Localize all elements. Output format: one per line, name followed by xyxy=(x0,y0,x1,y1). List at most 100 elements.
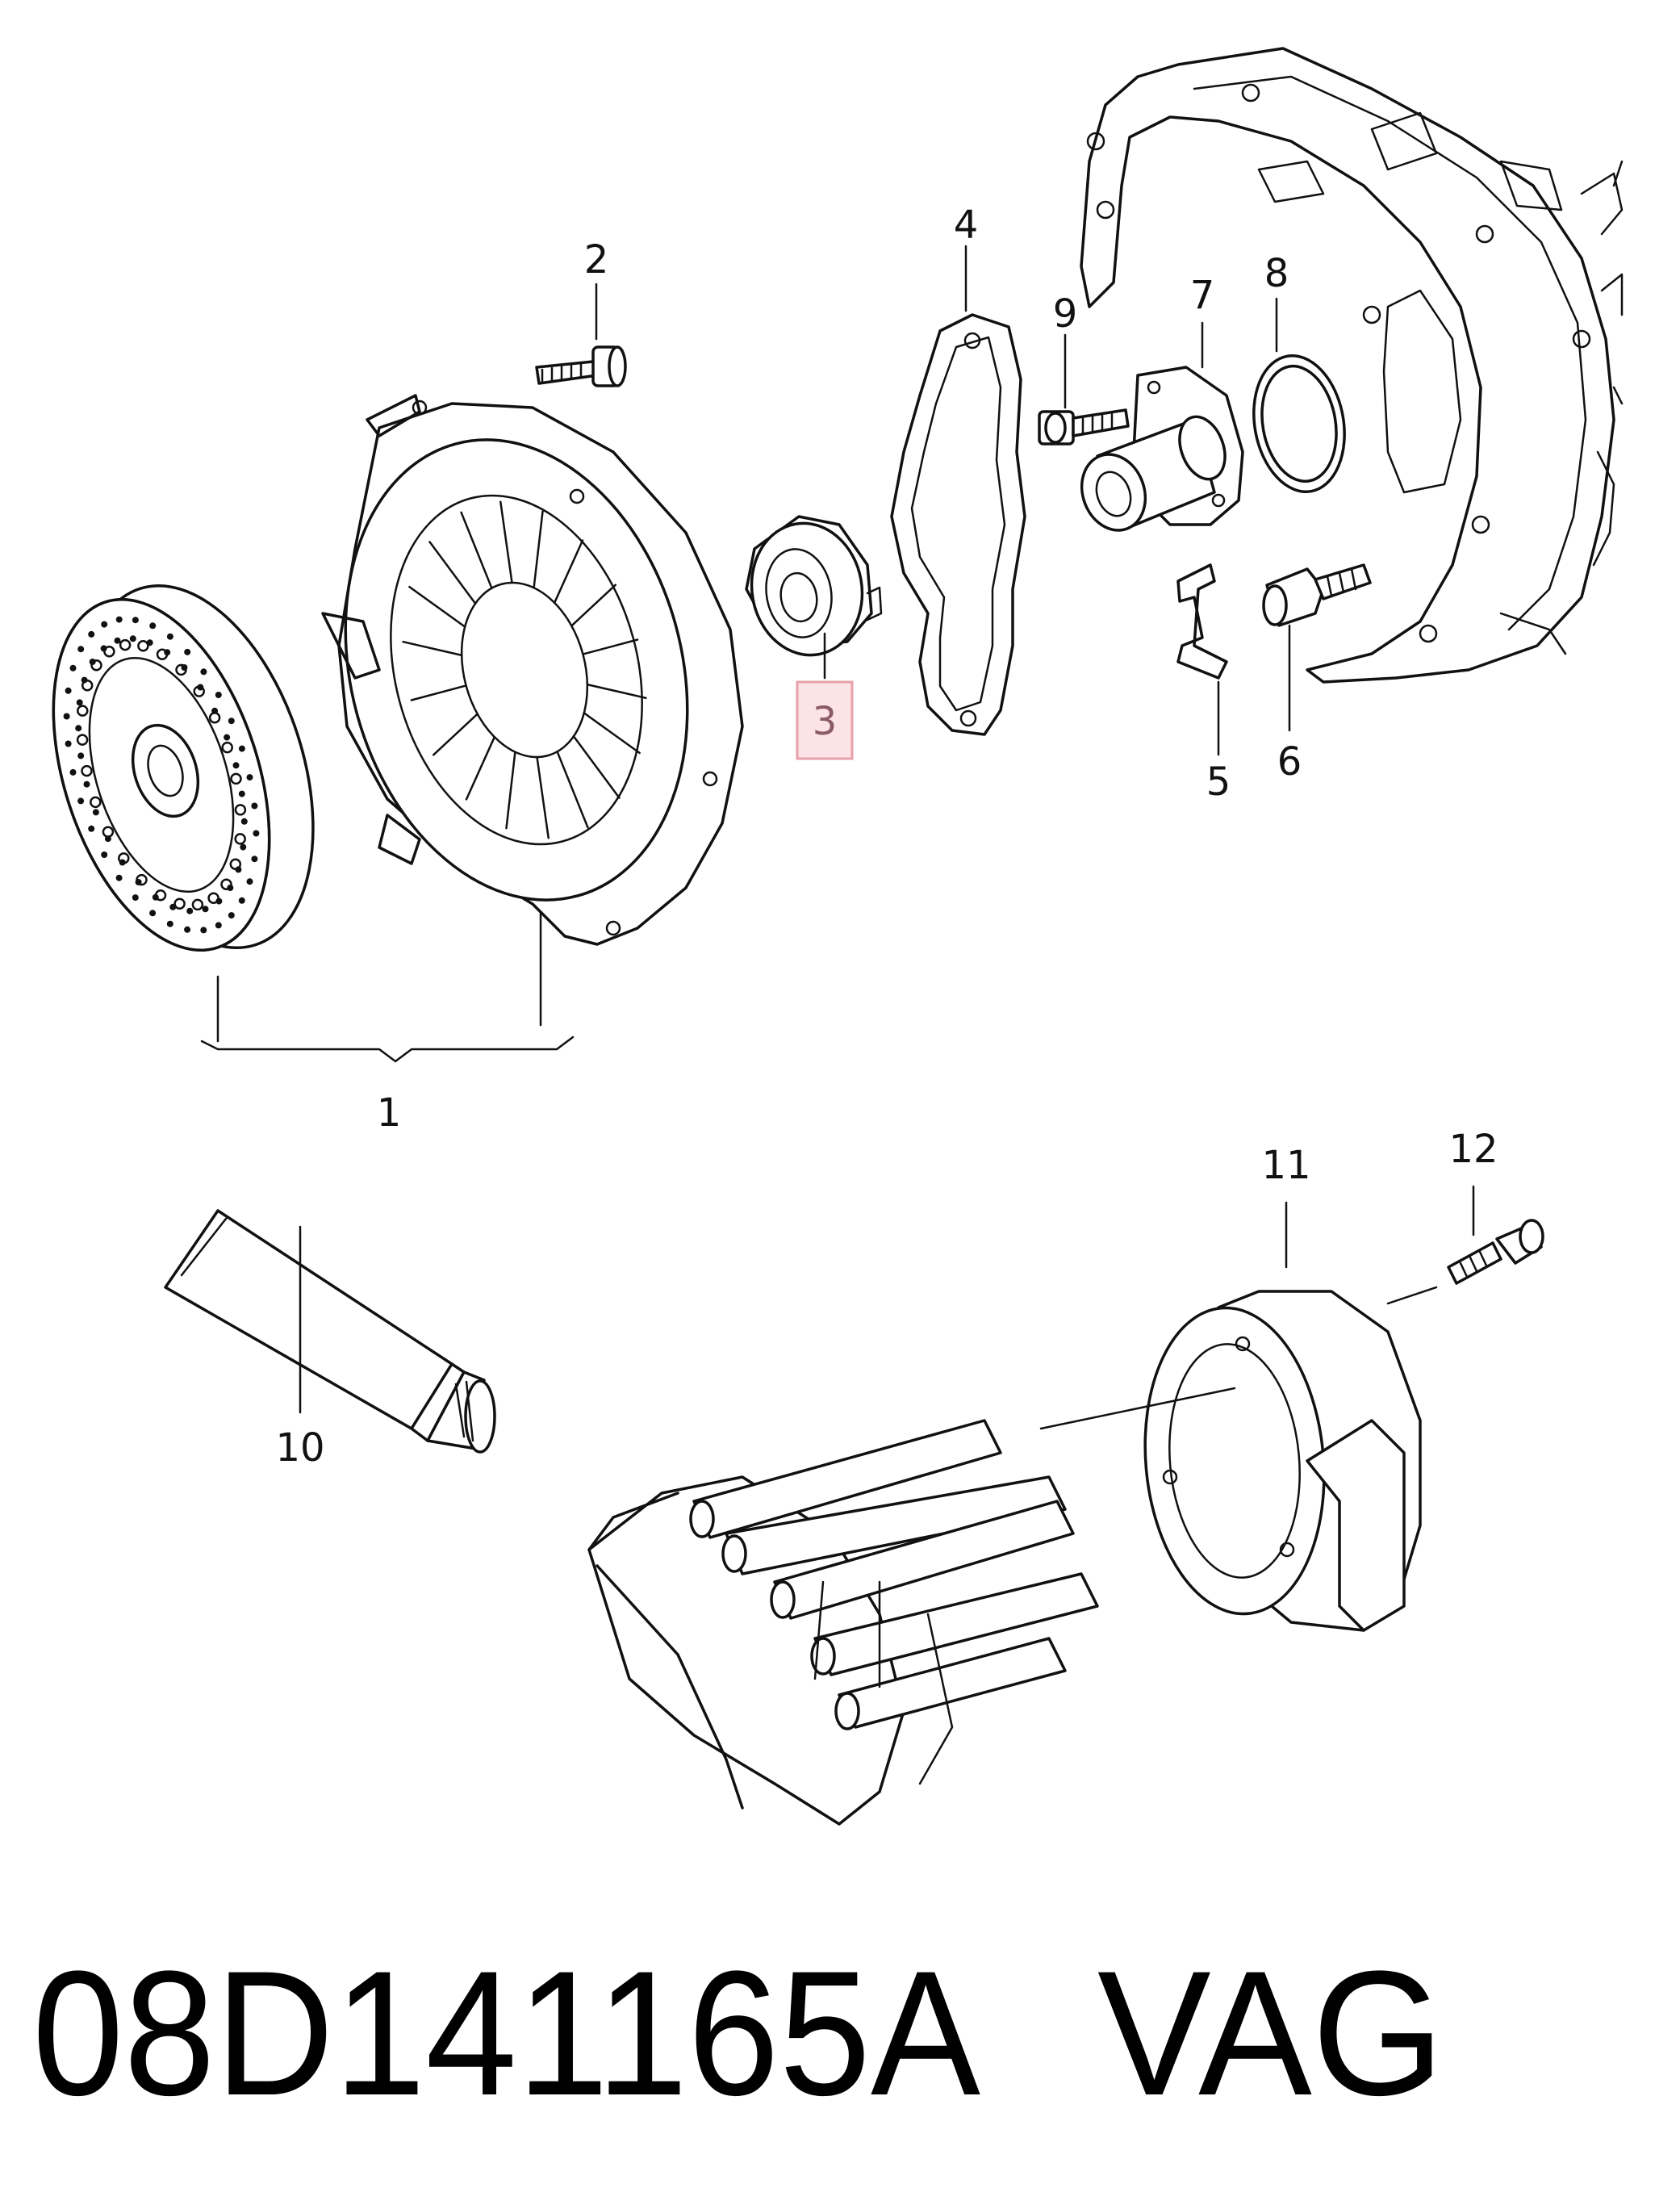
disc-lining-dot xyxy=(166,633,173,640)
disc-lining-dot xyxy=(234,833,246,845)
disc-lining-dot xyxy=(240,843,247,851)
disc-lining-dot xyxy=(115,874,123,881)
callout-7: 7 xyxy=(1190,273,1215,318)
disc-lining-dot xyxy=(102,826,115,838)
disc-lining-dot xyxy=(240,818,248,825)
callout-1: 1 xyxy=(377,1090,402,1136)
disc-lining-dot xyxy=(92,809,99,816)
disc-lining-dot xyxy=(215,922,222,929)
disc-lining-dot xyxy=(101,621,108,628)
footer: 08D141165A VAG xyxy=(32,1934,1444,2132)
disc-lining-dot xyxy=(251,802,258,810)
disc-lining-dot xyxy=(63,713,70,720)
diaphragm-finger xyxy=(570,584,617,627)
disc-lining-dot xyxy=(228,718,235,725)
grease-tube-10 xyxy=(164,1209,496,1454)
callout-8: 8 xyxy=(1264,251,1289,296)
disc-lining-dot xyxy=(224,734,231,741)
disc-lining-dot xyxy=(132,617,139,624)
disc-lining-dot xyxy=(81,680,94,692)
disc-lining-dot xyxy=(81,764,93,777)
diaphragm-finger xyxy=(586,683,647,700)
disc-lining-dot xyxy=(230,772,242,785)
disc-lining-dot xyxy=(221,741,233,754)
diaphragm-finger xyxy=(556,751,589,829)
clip-5 xyxy=(1176,563,1228,680)
disc-lining-dot xyxy=(65,687,72,694)
disc-lining-dot xyxy=(103,646,115,658)
bolt-2 xyxy=(535,345,627,387)
disc-lining-dot xyxy=(90,796,102,809)
callout-12: 12 xyxy=(1448,1127,1498,1172)
disc-lining-dot xyxy=(193,685,205,697)
disc-lining-dot xyxy=(77,797,85,805)
part-number: 08D141165A xyxy=(32,1934,980,2132)
disc-lining-dot xyxy=(238,745,245,752)
gearbox-housing xyxy=(1080,47,1624,684)
disc-lining-dot xyxy=(207,892,219,904)
bolt-12 xyxy=(1447,1219,1544,1285)
disc-lining-dot xyxy=(101,851,108,858)
disc-lining-dot xyxy=(90,659,102,672)
diaphragm-finger xyxy=(505,751,516,830)
callout-6: 6 xyxy=(1277,739,1302,785)
callout-5: 5 xyxy=(1206,759,1231,805)
disc-lining-dot xyxy=(191,898,204,911)
disc-lining-dot xyxy=(246,774,253,781)
disc-lining-dot xyxy=(65,740,72,747)
gearbox-shafts xyxy=(587,1419,1099,1826)
release-bearing-3 xyxy=(745,515,883,657)
diaphragm-finger xyxy=(428,541,477,605)
disc-lining-dot xyxy=(175,663,187,676)
disc-lining-dot xyxy=(215,692,222,698)
guide-sleeve-7 xyxy=(1080,366,1244,532)
callout-3: 3 xyxy=(813,699,838,744)
diaphragm-finger xyxy=(499,500,513,584)
disc-lining-dot xyxy=(202,906,209,913)
disc-lining-dot xyxy=(238,897,245,904)
brand: VAG xyxy=(1097,1934,1444,2132)
diaphragm-finger xyxy=(402,640,463,657)
disc-lining-dot xyxy=(253,830,260,837)
disc-lining-dot xyxy=(77,646,85,653)
disc-lining-dot xyxy=(132,894,139,902)
disc-lining-dot xyxy=(88,825,95,832)
diaphragm-finger xyxy=(465,735,496,801)
diaphragm-finger xyxy=(410,684,467,701)
diaphragm-finger xyxy=(553,539,584,605)
diaphragm-finger xyxy=(582,638,639,655)
disc-lining-dot xyxy=(69,664,77,672)
disc-lining-dot xyxy=(246,878,253,885)
pressure-plate xyxy=(321,394,744,946)
callout-2: 2 xyxy=(584,237,609,282)
guard-11 xyxy=(1143,1290,1422,1632)
disc-lining-dot xyxy=(129,635,136,642)
disc-lining-dot xyxy=(200,668,207,676)
diaphragm-finger xyxy=(536,755,550,839)
disc-lining-dot xyxy=(119,638,132,651)
disc-lining-dot xyxy=(149,622,157,630)
clutch-disc xyxy=(52,584,315,952)
disc-lining-dot xyxy=(77,705,89,717)
diaphragm-finger xyxy=(432,713,479,756)
disc-lining-dot xyxy=(75,725,82,732)
disc-lining-dot xyxy=(114,637,121,644)
disc-lining-dot xyxy=(76,699,83,706)
disc-lining-dot xyxy=(173,897,186,910)
callout-labels: 1 2 3 4 5 6 7 8 9 10 11 12 xyxy=(275,203,1498,1471)
disc-lining-dot xyxy=(149,910,157,917)
gasket-4 xyxy=(890,313,1026,736)
diaphragm-finger xyxy=(408,585,466,628)
diaphragm-finger xyxy=(460,511,493,589)
disc-lining-dot xyxy=(115,616,123,623)
disc-lining-dot xyxy=(220,878,232,890)
leader-lines xyxy=(200,245,1475,1430)
disc-lining-dot xyxy=(166,920,173,927)
disc-lining-dot xyxy=(229,858,242,870)
disc-lining-dot xyxy=(154,889,167,902)
o-ring-8 xyxy=(1252,354,1346,494)
disc-lining-dot xyxy=(118,852,130,864)
diaphragm-finger xyxy=(533,510,544,589)
disc-lining-dot xyxy=(137,640,149,652)
